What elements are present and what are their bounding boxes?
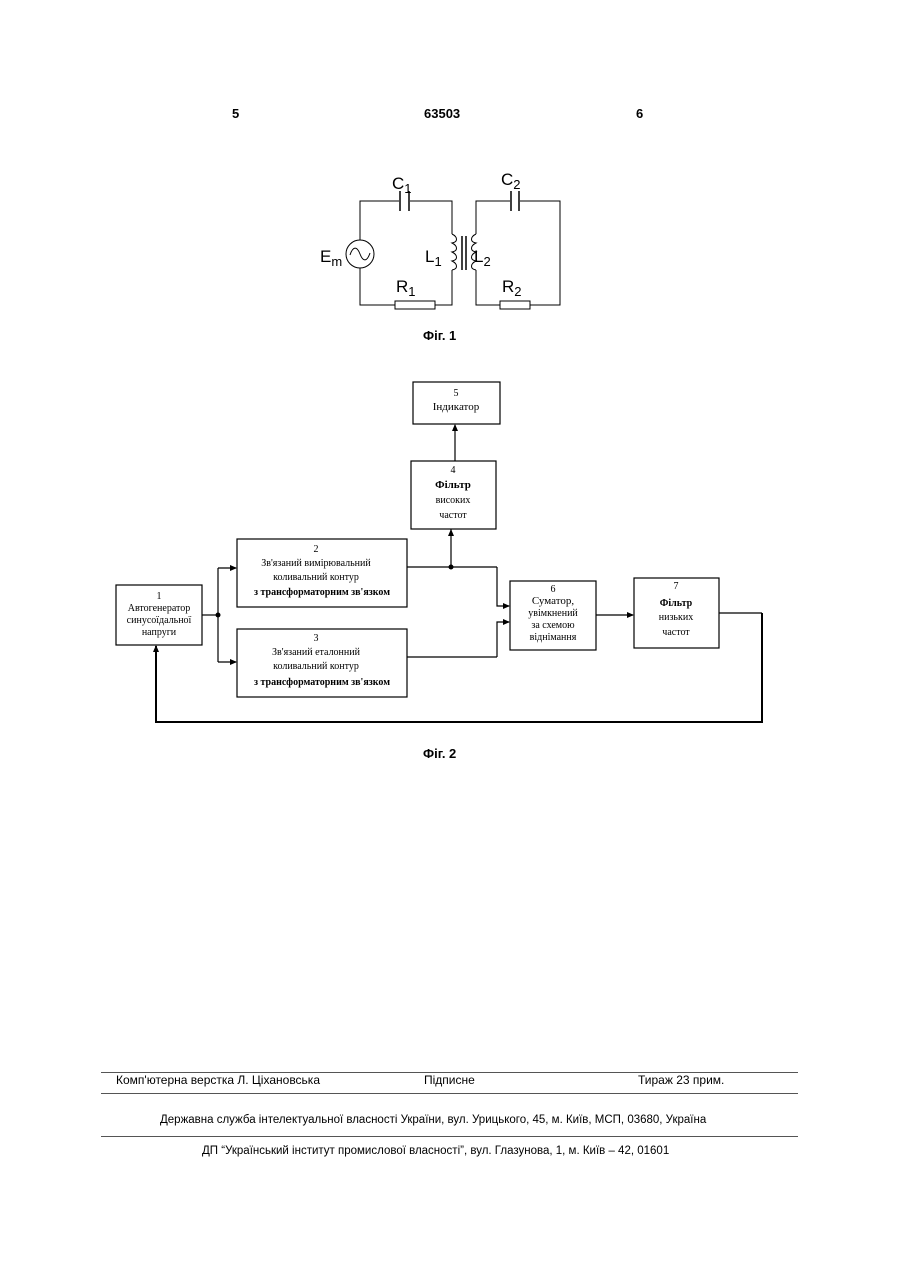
- block-2-number: 2: [314, 544, 319, 555]
- footer-rule: [101, 1136, 798, 1137]
- junction-dot: [216, 613, 221, 618]
- r2-label: R2: [502, 277, 522, 299]
- arrow-icon: [153, 645, 159, 652]
- block-7-line: частот: [662, 627, 690, 638]
- block-4-number: 4: [451, 465, 456, 476]
- sine-icon: [350, 248, 370, 260]
- footer-layout-credit: Комп'ютерна верстка Л. Ціхановська: [116, 1073, 320, 1087]
- l1-label: L1: [425, 247, 442, 269]
- c2-label: C2: [501, 170, 521, 192]
- block-1-line: Автогенератор: [128, 603, 191, 614]
- fig1-circuit: [346, 191, 560, 309]
- arrow-icon: [503, 619, 510, 625]
- r1-label: R1: [396, 277, 416, 299]
- block-1-number: 1: [157, 591, 162, 602]
- wire: [360, 201, 399, 240]
- block-2-line: коливальний контур: [273, 572, 359, 583]
- arrow-icon: [452, 424, 458, 431]
- block-6-line: Суматор,: [532, 595, 575, 607]
- footer-circulation: Тираж 23 прим.: [638, 1073, 724, 1087]
- wire: [476, 201, 510, 234]
- block-6-line: віднімання: [530, 632, 577, 643]
- arrow-icon: [230, 565, 237, 571]
- wire: [435, 270, 452, 305]
- block-7-line: низьких: [659, 612, 693, 623]
- block-6-line: за схемою: [531, 620, 575, 631]
- wire: [520, 201, 560, 305]
- r1-resistor: [395, 301, 435, 309]
- block-6-number: 6: [551, 584, 556, 595]
- footer-institute: ДП “Український інститут промислової вла…: [202, 1145, 669, 1157]
- r2-resistor: [500, 301, 530, 309]
- block-3-line: Зв'язаний еталонний: [272, 647, 361, 658]
- block-3-number: 3: [314, 633, 319, 644]
- block-4-line: частот: [439, 510, 467, 521]
- block-5-number: 5: [454, 388, 459, 399]
- block-6-line: увімкнений: [528, 608, 578, 619]
- connector: [497, 567, 509, 606]
- arrow-icon: [627, 612, 634, 618]
- wire: [410, 201, 452, 234]
- em-label: Em: [320, 247, 342, 269]
- footer-rule: [101, 1093, 798, 1094]
- connector: [497, 622, 509, 657]
- block-4-line: високих: [436, 495, 471, 506]
- block-3-line: з трансформаторним зв'язком: [254, 677, 390, 688]
- footer-agency: Державна служба інтелектуальної власност…: [160, 1114, 706, 1126]
- junction-dot: [449, 565, 454, 570]
- footer-signed: Підписне: [424, 1073, 475, 1087]
- arrow-icon: [230, 659, 237, 665]
- fig1-caption: Фіг. 1: [423, 328, 456, 343]
- l2-label: L2: [474, 247, 491, 269]
- block-1-line: синусоїдальної: [127, 615, 192, 626]
- block-2-line: Зв'язаний вимірювальний: [261, 558, 371, 569]
- block-2-line: з трансформаторним зв'язком: [254, 587, 390, 598]
- arrow-icon: [448, 529, 454, 536]
- fig2-diagram: [116, 382, 762, 722]
- arrow-icon: [503, 603, 510, 609]
- c1-label: C1: [392, 174, 412, 196]
- block-7-line: Фільтр: [660, 598, 693, 609]
- fig2-caption: Фіг. 2: [423, 746, 456, 761]
- block-5-label: Індикатор: [433, 401, 480, 413]
- wire: [360, 268, 395, 305]
- wire: [476, 270, 500, 305]
- l1-coil: [452, 234, 457, 270]
- block-7-number: 7: [674, 581, 679, 592]
- block-3-line: коливальний контур: [273, 661, 359, 672]
- block-1-line: напруги: [142, 627, 177, 638]
- block-4-line: Фільтр: [435, 479, 471, 491]
